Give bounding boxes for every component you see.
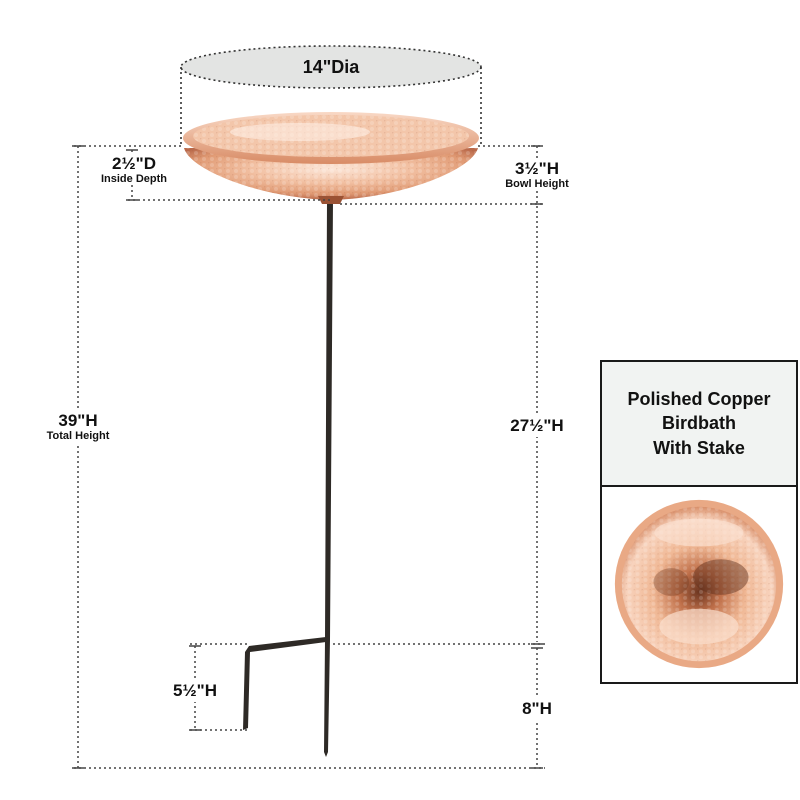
- bowl-body-texture: [184, 148, 478, 200]
- bowl-highlight: [230, 123, 370, 141]
- dimension-lines: [74, 145, 545, 769]
- stand-height-value: 27½"H: [510, 416, 564, 435]
- inside-depth-label: 2½"D Inside Depth: [86, 155, 182, 185]
- foot-height-value: 5½"H: [173, 681, 217, 700]
- top-view-reflection: [653, 568, 690, 596]
- callout-title-line: Polished Copper: [627, 389, 771, 410]
- top-view-highlight: [654, 518, 744, 547]
- total-height-label: 39"H Total Height: [30, 410, 126, 444]
- inside-depth-value: 2½"D: [112, 154, 156, 173]
- diameter-indicator: [180, 45, 482, 145]
- bowl-base-ring: [318, 196, 344, 204]
- diameter-value: 14"Dia: [302, 57, 360, 77]
- bowl-height-caption: Bowl Height: [505, 178, 569, 190]
- diameter-label: 14"Dia: [281, 58, 381, 76]
- callout-title-line: With Stake: [653, 437, 745, 458]
- bowl-height-label: 3½"H Bowl Height: [487, 160, 587, 190]
- total-height-value: 39"H: [58, 411, 98, 430]
- stake-rod: [324, 190, 333, 757]
- stand-height-label: 27½"H: [495, 414, 579, 437]
- bowl-height-value: 3½"H: [515, 159, 559, 178]
- stake-foot: [243, 637, 326, 730]
- stake-height-value: 8"H: [522, 699, 552, 718]
- callout-title-line: Birdbath: [662, 413, 736, 434]
- inside-depth-caption: Inside Depth: [100, 173, 167, 185]
- total-height-caption: Total Height: [46, 430, 110, 442]
- top-view-reflection: [693, 559, 749, 595]
- bowl-top-view-image: [614, 499, 784, 669]
- stake-height-label: 8"H: [502, 697, 572, 720]
- foot-height-label: 5½"H: [160, 679, 230, 702]
- top-view-highlight: [659, 608, 739, 645]
- dimension-ticks: [72, 145, 543, 769]
- copper-bowl: [183, 112, 479, 204]
- top-view-texture: [621, 506, 777, 662]
- stake: [243, 190, 333, 757]
